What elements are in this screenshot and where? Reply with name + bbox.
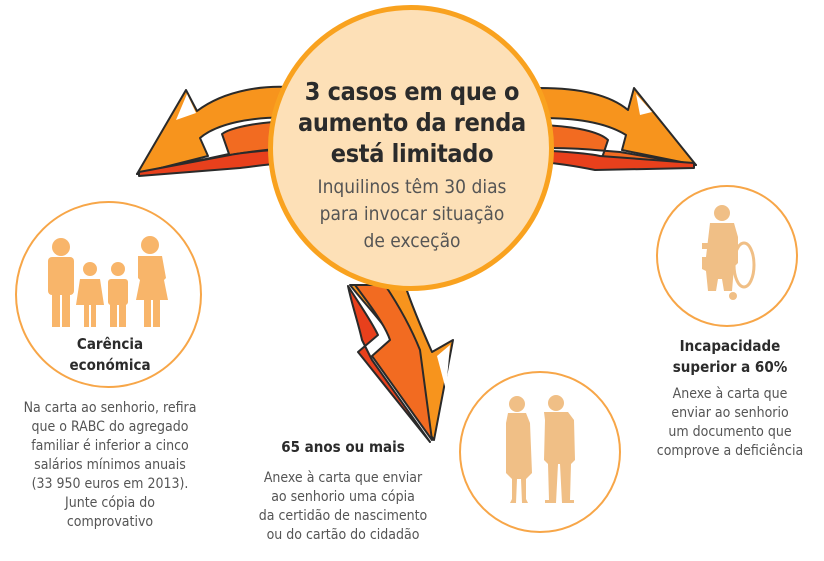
text-line: (33 950 euros em 2013). (31, 476, 189, 492)
subtitle-line: para invocar situação (319, 203, 505, 225)
text-line: familiar é inferior a cinco (31, 438, 189, 454)
subtitle-line: Inquilinos têm 30 dias (317, 176, 507, 198)
title-line: aumento da renda (298, 108, 526, 137)
case-carencia-title: Carência económica (40, 334, 180, 376)
subtitle: Inquilinos têm 30 dias para invocar situ… (282, 174, 542, 255)
case-carencia-text: Na carta ao senhorio, refira que o RABC … (5, 399, 215, 532)
text-line: Junte cópia do (65, 495, 155, 511)
text-line: Anexe à carta que (672, 386, 788, 402)
title-line: 65 anos ou mais (281, 438, 405, 456)
title-line: económica (69, 356, 151, 374)
text-line: que o RABC do agregado (31, 419, 189, 435)
center-circle (268, 5, 554, 291)
text-line: comprove a deficiência (656, 443, 804, 459)
case-incapacidade-title: Incapacidade superior a 60% (655, 336, 805, 378)
case-idade-title: 65 anos ou mais (263, 437, 423, 458)
main-title: 3 casos em que o aumento da renda está l… (282, 76, 542, 169)
case-idade-ring (459, 371, 621, 533)
family-icon (48, 236, 168, 327)
text-line: enviar ao senhorio (671, 405, 789, 421)
title-line: está limitado (330, 139, 494, 168)
arrow-right-icon (539, 87, 697, 171)
text-line: ao senhorio uma cópia (271, 489, 415, 505)
text-line: ou do cartão do cidadão (266, 527, 420, 543)
title-line: 3 casos em que o (304, 77, 520, 106)
text-line: comprovativo (66, 514, 154, 530)
subtitle-line: de exceção (363, 230, 461, 252)
text-line: um documento que (668, 424, 792, 440)
title-line: superior a 60% (672, 358, 788, 376)
text-line: salários mínimos anuais (34, 457, 186, 473)
arrow-down-icon (347, 284, 454, 443)
text-line: Na carta ao senhorio, refira (23, 400, 197, 416)
elderly-couple-icon (506, 395, 575, 503)
title-line: Incapacidade (679, 337, 781, 355)
case-incapacidade-text: Anexe à carta que enviar ao senhorio um … (645, 385, 815, 461)
case-idade-text: Anexe à carta que enviar ao senhorio uma… (243, 469, 443, 545)
title-line: Carência (76, 335, 144, 353)
wheelchair-icon (702, 205, 756, 300)
text-line: Anexe à carta que enviar (263, 470, 423, 486)
text-line: da certidão de nascimento (258, 508, 428, 524)
